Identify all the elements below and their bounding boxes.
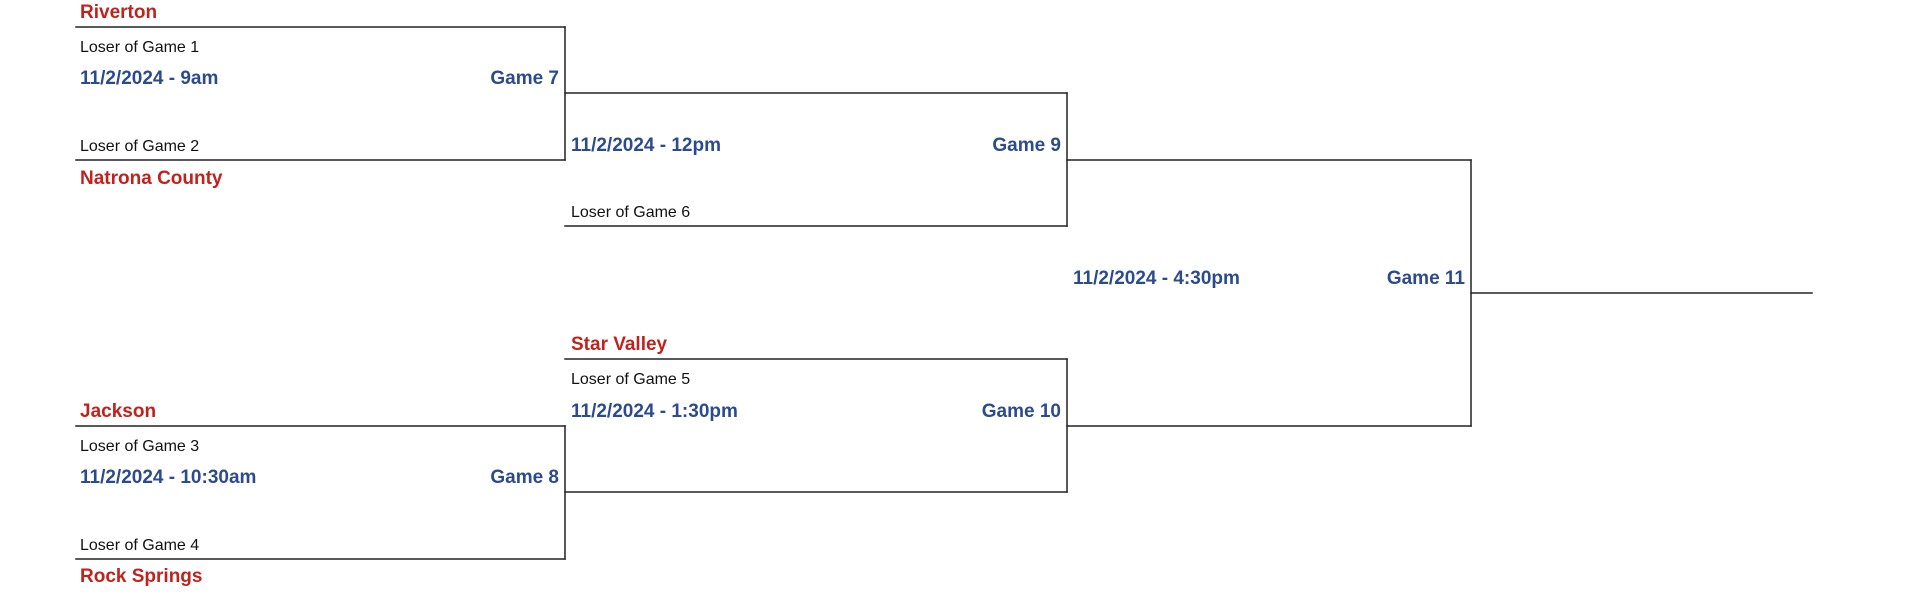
game10-datetime: 11/2/2024 - 1:30pm: [571, 401, 738, 422]
team-jackson: Jackson: [80, 401, 157, 422]
game10-label: Game 10: [981, 401, 1061, 422]
team-riverton: Riverton: [80, 2, 158, 23]
game7-datetime: 11/2/2024 - 9am: [80, 68, 219, 89]
game7-top-slot: Loser of Game 1: [80, 39, 200, 56]
game11-datetime: 11/2/2024 - 4:30pm: [1073, 268, 1240, 289]
game10-top-slot: Loser of Game 5: [571, 371, 691, 388]
game7-label: Game 7: [490, 68, 559, 89]
game8-label: Game 8: [490, 467, 559, 488]
team-rock-springs: Rock Springs: [80, 566, 203, 587]
game8-top-slot: Loser of Game 3: [80, 438, 200, 455]
game9-bottom-slot: Loser of Game 6: [571, 204, 691, 221]
team-natrona-county: Natrona County: [80, 168, 223, 189]
game9-label: Game 9: [992, 135, 1061, 156]
game7-bottom-slot: Loser of Game 2: [80, 138, 200, 155]
team-star-valley: Star Valley: [571, 334, 668, 355]
game9-datetime: 11/2/2024 - 12pm: [571, 135, 721, 156]
game11-label: Game 11: [1386, 268, 1465, 289]
game8-bottom-slot: Loser of Game 4: [80, 537, 200, 554]
game8-datetime: 11/2/2024 - 10:30am: [80, 467, 257, 488]
